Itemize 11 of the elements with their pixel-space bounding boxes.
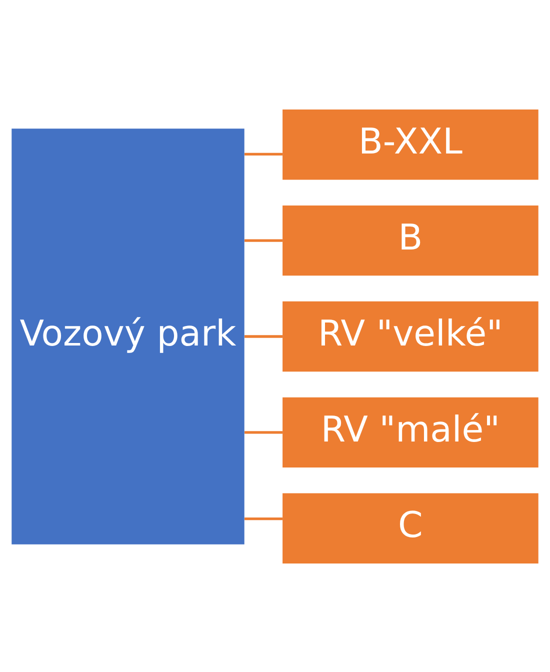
node-box: Vozový park xyxy=(12,128,244,544)
connector xyxy=(244,152,283,156)
node-box: RV "velké" xyxy=(282,300,538,372)
connector xyxy=(244,334,283,338)
connector xyxy=(244,516,283,520)
node-box: B-XXL xyxy=(282,109,538,180)
node-box: B xyxy=(282,204,538,276)
node-box: RV "malé" xyxy=(282,396,538,468)
connector xyxy=(244,238,283,242)
node-box: C xyxy=(282,492,538,563)
connector xyxy=(244,430,283,434)
